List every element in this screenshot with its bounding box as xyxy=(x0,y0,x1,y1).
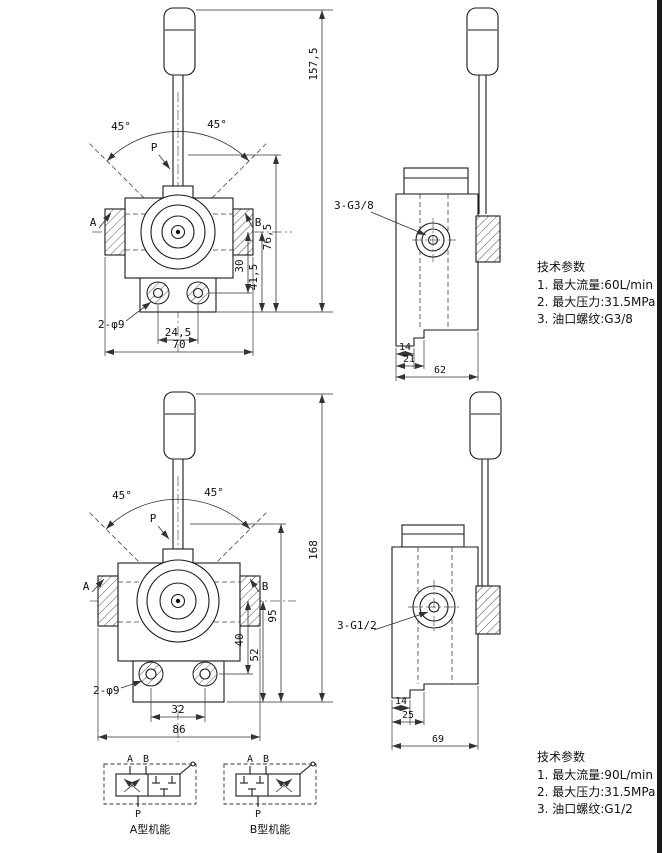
bottom-side-dimensions: 14 25 69 xyxy=(391,686,479,750)
holes-label: 2-φ9 xyxy=(93,684,120,697)
dim-total-height: 157,5 xyxy=(307,47,320,80)
valve-body-front xyxy=(97,559,261,703)
lever-handle xyxy=(162,7,196,199)
tech-specs-top: 技术参数 1. 最大流量:60L/min 2. 最大压力:31.5MPa 3. … xyxy=(537,259,655,326)
lever-handle-side xyxy=(469,391,502,586)
lever-bracket xyxy=(475,215,501,263)
symbol-port-b: B xyxy=(263,754,269,765)
dim-bolt-pitch: 32 xyxy=(171,703,184,716)
lever-symbol xyxy=(299,764,312,775)
bottom-side-view: 3-G1/2 14 25 69 xyxy=(337,391,502,750)
angle-left-label: 45° xyxy=(111,120,131,133)
specs-title: 技术参数 xyxy=(537,749,585,764)
port-p-label: P xyxy=(151,141,158,154)
valve-body-front xyxy=(104,194,254,313)
top-front-dimensions: 157,5 76,5 41,5 30 24,5 70 2-φ9 xyxy=(98,9,333,356)
symbol-port-p: P xyxy=(255,809,261,820)
port-p-label: P xyxy=(150,512,157,525)
dim-depth: 62 xyxy=(434,365,446,376)
holes-label: 2-φ9 xyxy=(98,318,125,331)
spool-center xyxy=(175,229,181,235)
symbol-port-b: B xyxy=(143,754,149,765)
top-side-dimensions: 14 21 62 xyxy=(395,332,479,381)
dim-depth: 69 xyxy=(432,734,444,745)
symbol-b-caption: B型机能 xyxy=(250,822,291,836)
top-front-view: 45° 45° P A B 157,5 76,5 41,5 30 24,5 xyxy=(87,7,333,356)
specs-item: 1. 最大流量:90L/min xyxy=(537,768,653,782)
lever-bracket xyxy=(475,585,501,635)
valve-body-side xyxy=(391,524,501,699)
dim-h1: 95 xyxy=(266,609,279,622)
port-a-label: A xyxy=(83,580,90,593)
port-a-label: A xyxy=(90,216,97,229)
dim-h3: 30 xyxy=(233,259,246,272)
port-b-label: B xyxy=(262,580,269,593)
specs-title: 技术参数 xyxy=(537,259,585,274)
lever-symbol xyxy=(179,764,192,775)
dim-h1: 76,5 xyxy=(261,224,274,251)
angle-right-label: 45° xyxy=(204,486,224,499)
port-b-label: B xyxy=(255,216,262,229)
symbol-a-function: A B P A型机能 xyxy=(103,754,197,836)
angle-right-label: 45° xyxy=(207,118,227,131)
page-right-border xyxy=(657,0,662,853)
spool-center xyxy=(175,598,181,604)
symbol-port-a: A xyxy=(247,754,253,765)
dim-h3: 40 xyxy=(233,633,246,646)
angle-left-label: 45° xyxy=(112,489,132,502)
symbol-b-function: A B P B型机能 xyxy=(223,754,317,836)
port-a-block xyxy=(97,575,119,627)
dim-width: 86 xyxy=(172,723,185,736)
specs-item: 2. 最大压力:31.5MPa xyxy=(537,295,655,309)
dim-bolt-pitch: 24,5 xyxy=(165,326,192,339)
symbol-a-caption: A型机能 xyxy=(130,822,171,836)
dim-h2: 52 xyxy=(248,648,261,661)
bottom-front-dimensions: 168 95 52 40 32 86 2-φ9 xyxy=(93,393,333,741)
specs-item: 2. 最大压力:31.5MPa xyxy=(537,785,655,799)
dim-h2: 41,5 xyxy=(247,264,260,291)
dim-width: 70 xyxy=(172,338,185,351)
dim-step: 21 xyxy=(403,354,415,365)
port-a-block xyxy=(104,208,126,256)
specs-item: 3. 油口螺纹:G3/8 xyxy=(537,312,633,326)
dim-step: 25 xyxy=(402,710,414,721)
port-b-block xyxy=(239,575,261,627)
symbol-port-a: A xyxy=(127,754,133,765)
dim-foot: 14 xyxy=(399,342,411,353)
symbol-port-p: P xyxy=(135,809,141,820)
lever-handle-side xyxy=(466,7,499,214)
specs-item: 3. 油口螺纹:G1/2 xyxy=(537,802,633,816)
port-b-block xyxy=(232,208,254,256)
thread-label: 3-G1/2 xyxy=(337,619,377,632)
dim-foot: 14 xyxy=(395,696,407,707)
specs-item: 1. 最大流量:60L/min xyxy=(537,278,653,292)
lever-swing-arc xyxy=(105,498,251,530)
thread-label: 3-G3/8 xyxy=(334,199,374,212)
valve-body-side xyxy=(395,167,501,347)
bottom-front-view: 45° 45° P A B 168 95 52 40 32 xyxy=(83,391,333,742)
dim-total-height: 168 xyxy=(307,540,320,560)
top-side-view: 3-G3/8 14 21 62 xyxy=(334,7,501,381)
tech-specs-bottom: 技术参数 1. 最大流量:90L/min 2. 最大压力:31.5MPa 3. … xyxy=(537,749,655,816)
lever-handle xyxy=(162,391,196,564)
lever-swing-arc xyxy=(106,131,250,162)
